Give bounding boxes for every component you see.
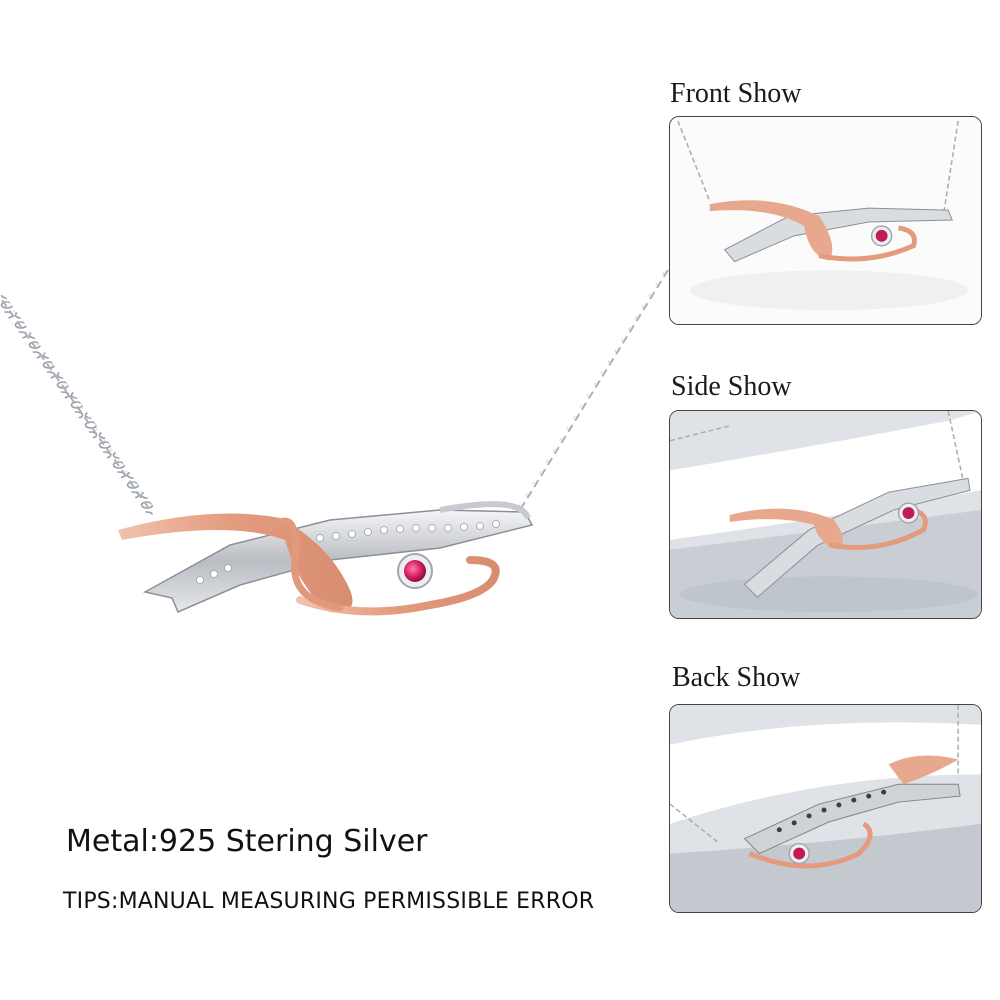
front-show-photo bbox=[669, 116, 982, 325]
tips-caption: TIPS:MANUAL MEASURING PERMISSIBLE ERROR bbox=[63, 889, 595, 914]
necklace-chain bbox=[0, 269, 669, 515]
front-show-label: Front Show bbox=[670, 78, 802, 109]
pendant bbox=[118, 501, 534, 616]
side-show-photo bbox=[669, 410, 982, 619]
metal-caption: Metal:925 Stering Silver bbox=[66, 824, 428, 859]
back-show-label: Back Show bbox=[672, 662, 801, 693]
main-necklace-photo bbox=[0, 269, 669, 616]
side-show-label: Side Show bbox=[671, 371, 792, 402]
back-show-photo bbox=[669, 704, 982, 913]
